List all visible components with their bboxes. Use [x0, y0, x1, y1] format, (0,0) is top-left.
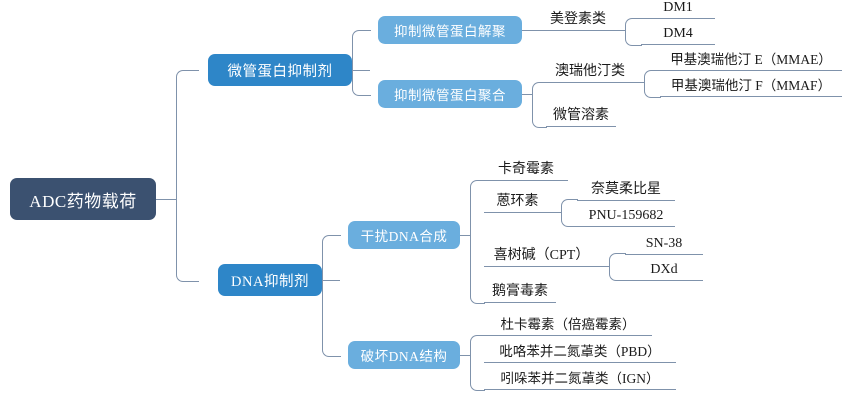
root-node-label: ADC药物载荷: [29, 191, 137, 211]
leaf-tubulysin[interactable]: 微管溶素: [546, 106, 616, 127]
connector-camptothecin-stub: [599, 266, 609, 267]
leaf-calicheamicin[interactable]: 卡奇霉素: [484, 160, 568, 181]
connector-maytansine-stub: [613, 30, 625, 31]
sub-node-inhibit-polymerization[interactable]: 抑制微管蛋白聚合: [378, 80, 522, 108]
leaf-dxd[interactable]: DXd: [625, 260, 703, 281]
branch-node-label: DNA抑制剂: [231, 273, 309, 290]
connector-l3d-stub: [460, 355, 470, 356]
leaf-nemorubicin[interactable]: 奈莫柔比星: [577, 180, 675, 201]
connector-l3b-bracket: [532, 82, 547, 128]
connector-auristatin-stub: [634, 82, 644, 83]
leaf-duocarmycin[interactable]: 杜卡霉素（倍癌霉素）: [484, 315, 652, 336]
connector-anthracycline-bracket: [561, 199, 578, 227]
branch-node-tubulin-inhibitor[interactable]: 微管蛋白抑制剂: [208, 54, 352, 86]
connector-auristatin-bracket: [644, 70, 661, 98]
leaf-amanitin[interactable]: 鹅膏毒素: [484, 282, 556, 303]
connector-root-bracket: [176, 70, 199, 282]
leaf-sn-38[interactable]: SN-38: [625, 234, 703, 255]
leaf-auristatins[interactable]: 澳瑞他汀类: [546, 62, 634, 83]
connector-b1-stub: [352, 70, 370, 71]
leaf-dm4[interactable]: DM4: [641, 24, 715, 45]
connector-l3b-stub: [522, 94, 532, 95]
sub-node-destroy-dna-structure[interactable]: 破坏DNA结构: [348, 341, 460, 369]
sub-node-label: 抑制微管蛋白聚合: [394, 88, 506, 103]
sub-node-interfere-dna-synthesis[interactable]: 干扰DNA合成: [348, 221, 460, 249]
connector-maytansine-bracket: [625, 18, 642, 46]
sub-node-label: 干扰DNA合成: [360, 229, 448, 244]
connector-l3a-stub: [522, 30, 544, 31]
sub-node-label: 破坏DNA结构: [360, 349, 448, 364]
branch-node-label: 微管蛋白抑制剂: [227, 63, 333, 80]
leaf-maytansinoids[interactable]: 美登素类: [543, 10, 613, 31]
connector-l3d-bracket: [470, 335, 485, 391]
branch-node-dna-inhibitor[interactable]: DNA抑制剂: [218, 264, 322, 296]
root-node-adc-payload[interactable]: ADC药物载荷: [10, 178, 156, 220]
connector-b1-bracket: [352, 30, 371, 96]
sub-node-inhibit-depolymerization[interactable]: 抑制微管蛋白解聚: [378, 16, 522, 44]
connector-b2-bracket: [322, 235, 341, 357]
sub-node-label: 抑制微管蛋白解聚: [394, 24, 506, 39]
leaf-mmae[interactable]: 甲基澳瑞他汀 E（MMAE）: [660, 50, 842, 71]
connector-root-stub: [156, 199, 176, 200]
leaf-ign[interactable]: 吲哚苯并二氮䓬类（IGN）: [484, 369, 676, 390]
leaf-pbd[interactable]: 吡咯苯并二氮䓬类（PBD）: [484, 342, 676, 363]
leaf-dm1[interactable]: DM1: [641, 0, 715, 19]
leaf-anthracycline[interactable]: 蒽环素: [484, 192, 551, 213]
leaf-mmaf[interactable]: 甲基澳瑞他汀 F（MMAF）: [660, 76, 842, 97]
connector-l3c-bracket: [470, 180, 485, 304]
connector-b2-stub: [322, 280, 340, 281]
leaf-camptothecin[interactable]: 喜树碱（CPT）: [484, 246, 599, 267]
connector-camptothecin-bracket: [609, 253, 626, 281]
connector-l3c-stub: [460, 235, 470, 236]
connector-anthracycline-stub: [551, 212, 561, 213]
leaf-pnu-159682[interactable]: PNU-159682: [577, 206, 675, 227]
